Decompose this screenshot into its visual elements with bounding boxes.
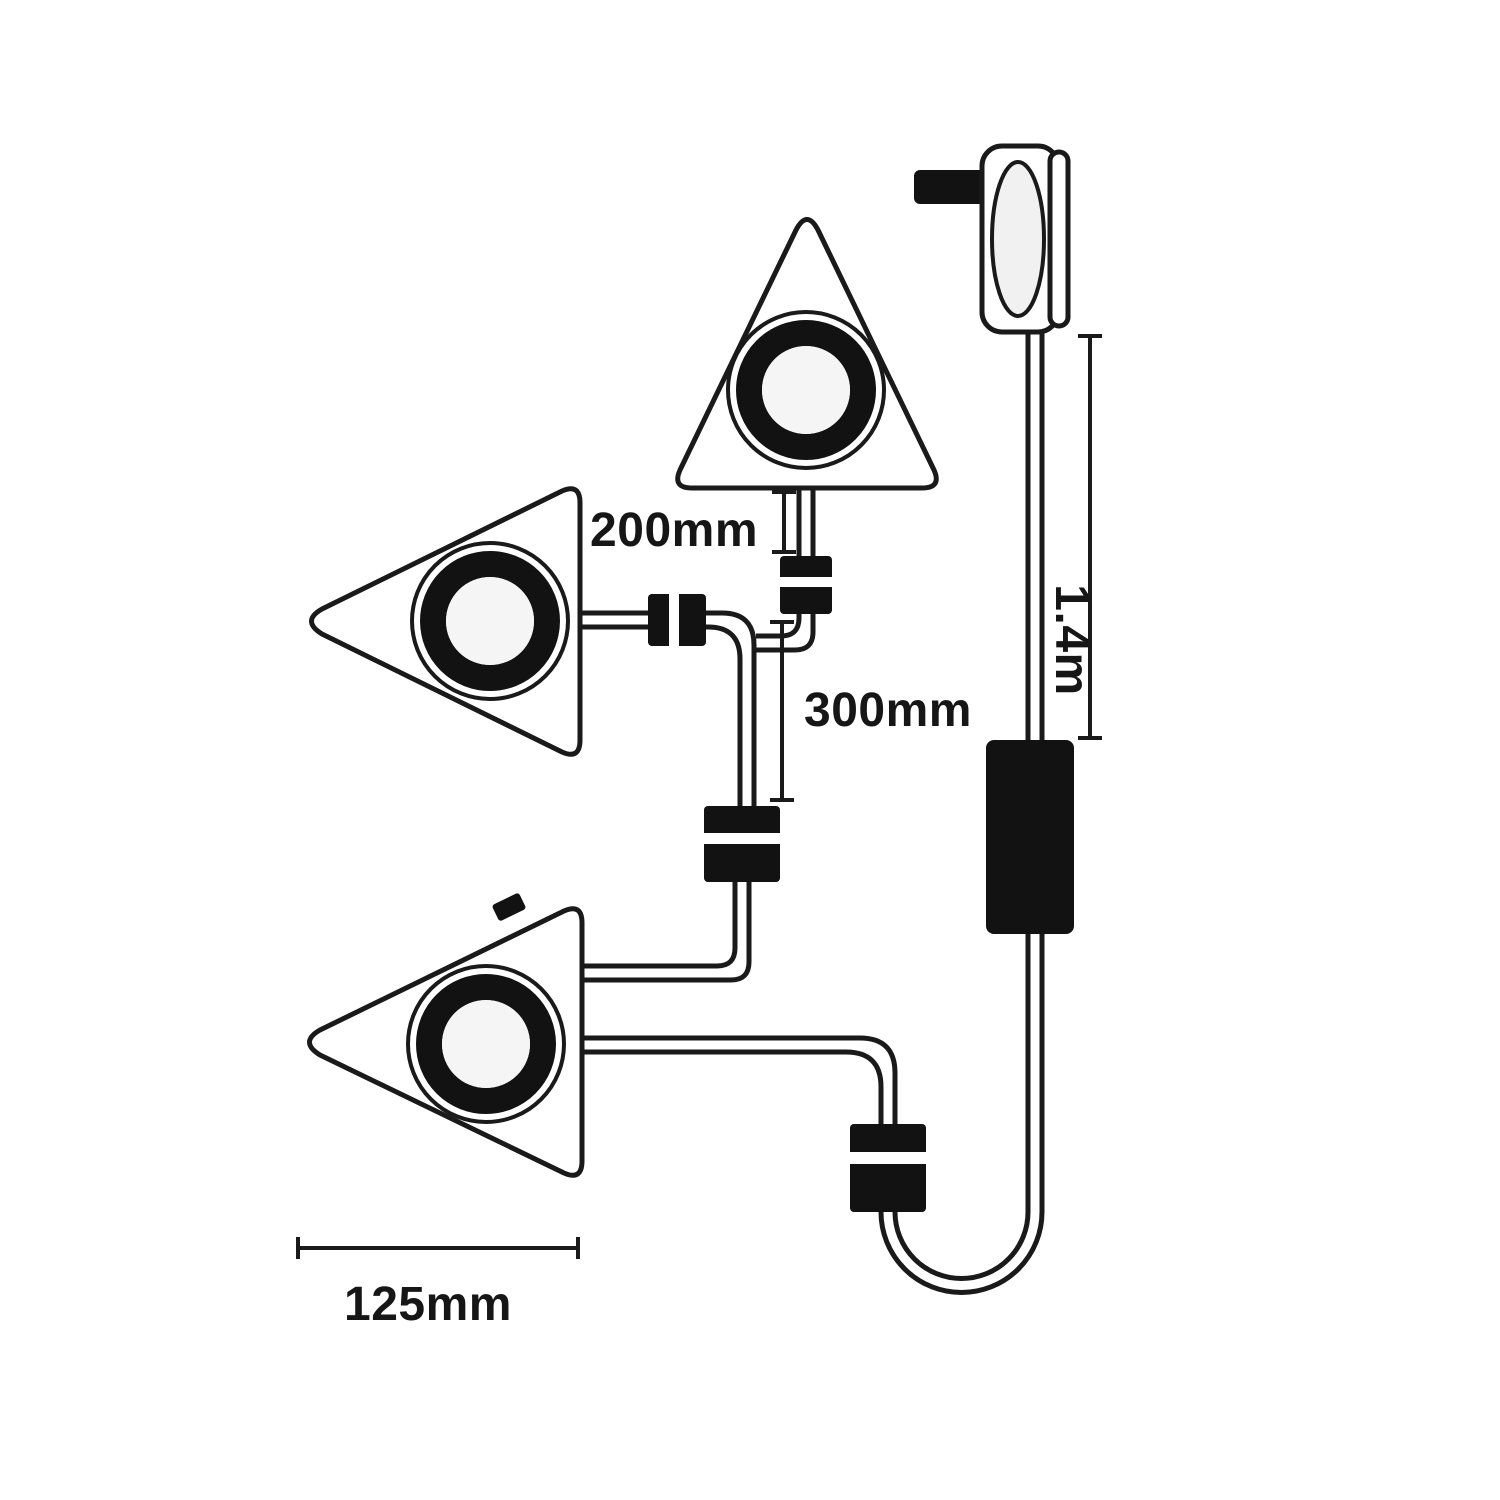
junction-to-bottom-light-cable [582,880,752,983]
dimension-1-4m: 1.4m [1045,334,1102,740]
junction-cable-line [582,880,738,969]
connector-stripe [850,1152,926,1164]
triangle-light-bottom [307,893,585,1178]
plug-faceplate [1047,149,1071,329]
dimension-line [296,1237,580,1259]
triangle-light-left [309,486,583,757]
spur-cable-line [756,490,816,653]
connector-body [850,1124,926,1212]
junction-connector [704,806,780,882]
left-light-link-cable [582,610,757,808]
uk-plug [914,143,1071,335]
dimension-300mm: 300mm [770,620,972,802]
dimension-300mm-label: 300mm [804,684,972,737]
dimension-1-4m-label: 1.4m [1045,584,1098,695]
connector-stripe [780,577,832,587]
connector-stripe [704,833,780,844]
mains-cable [1025,330,1045,742]
connector-stripe [669,594,679,646]
plug-side [990,160,1046,318]
plug-pin [914,170,986,204]
led-driver-box [986,740,1074,934]
triangle-light-top [675,217,939,491]
lamp-ring [736,320,876,460]
lamp-ring [420,551,560,691]
switch [492,893,526,921]
dimension-125mm-label: 125mm [344,1278,512,1331]
output-cable-line [584,934,1045,1295]
junction-cable-line [582,880,752,983]
lamp-lens [446,577,534,665]
dimension-200mm-label: 200mm [590,504,758,557]
lamp-lens [762,346,850,434]
dimension-125mm: 125mm [296,1237,580,1331]
driver-output-cable [584,934,1045,1295]
lamp-ring [416,974,556,1114]
cable-connector-top [780,556,832,614]
cable-connector-left [648,594,706,646]
dimension-line [772,490,796,554]
cable-connector-bottom [850,1124,926,1212]
dimension-line [770,620,794,802]
lamp-lens [442,1000,530,1088]
link-cable-line [582,624,743,808]
output-cable-line [584,934,1031,1281]
dimension-line [1078,334,1102,740]
dimension-200mm: 200mm [590,490,796,557]
link-cable-line [582,610,757,808]
